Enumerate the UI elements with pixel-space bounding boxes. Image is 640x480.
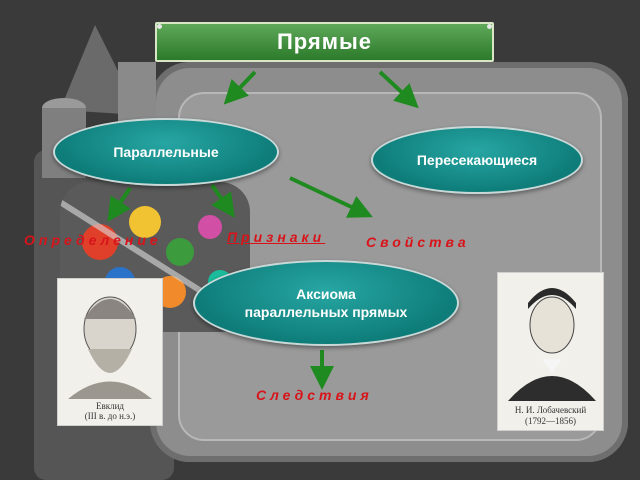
arrow-to-intersecting (378, 70, 419, 109)
euclid-caption-name: Евклид (95, 401, 124, 411)
label-signs[interactable]: Признаки (227, 229, 326, 245)
node-axiom[interactable]: Аксиома параллельных прямых (193, 260, 459, 346)
portrait-euclid: Евклид (III в. до н.э.) (57, 278, 163, 426)
node-intersecting[interactable]: Пересекающиеся (371, 126, 583, 194)
node-parallel-label: Параллельные (113, 144, 219, 160)
label-consequences[interactable]: Следствия (256, 387, 373, 403)
label-definition[interactable]: Определение (24, 232, 162, 248)
title-pin (487, 24, 492, 29)
arrow-to-parallel (223, 70, 257, 105)
euclid-image (68, 296, 152, 399)
node-intersecting-label: Пересекающиеся (416, 152, 538, 168)
lobachevsky-caption-name: Н. И. Лобачевский (514, 405, 587, 415)
lobachevsky-caption-date: (1792—1856) (525, 416, 576, 426)
euclid-caption-date: (III в. до н.э.) (84, 411, 136, 421)
node-axiom-label: Аксиома параллельных прямых (244, 286, 408, 320)
arrow-to-signs (210, 183, 235, 218)
label-properties[interactable]: Свойства (366, 234, 470, 250)
lobachevsky-image (508, 288, 596, 401)
node-parallel[interactable]: Параллельные (53, 118, 279, 186)
arrow-to-properties (289, 176, 373, 218)
page-title: Прямые (276, 29, 373, 54)
portrait-lobachevsky: Н. И. Лобачевский (1792—1856) (497, 272, 604, 431)
arrow-to-definition (107, 186, 132, 222)
title-bar: Прямые (155, 22, 494, 62)
title-pin (157, 24, 162, 29)
